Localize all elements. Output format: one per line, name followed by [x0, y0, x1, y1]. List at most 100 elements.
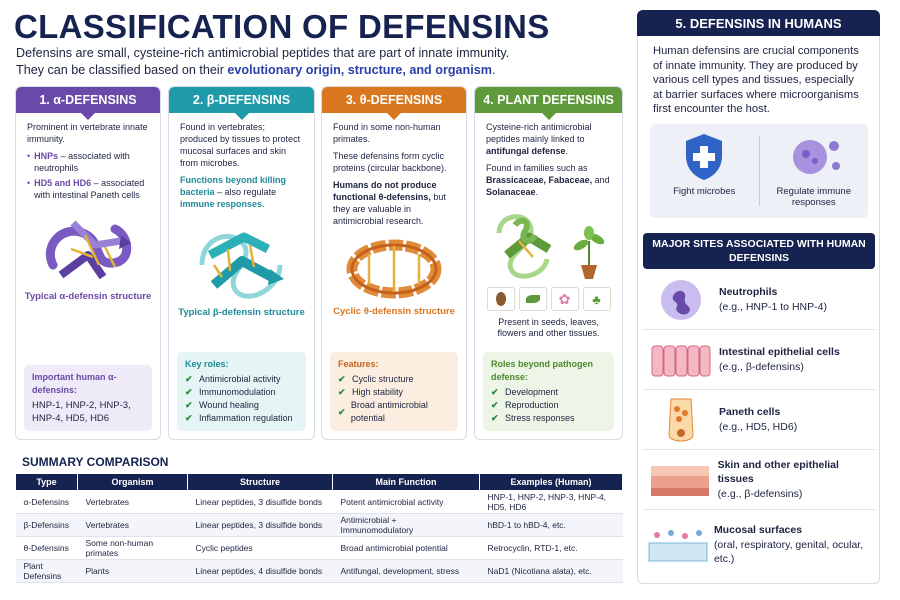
column-header: Structure	[187, 473, 333, 491]
beta-role: Immunomodulation	[199, 387, 276, 397]
check-icon: ✔	[491, 413, 499, 423]
table-cell: hBD-1 to hBD-4, etc.	[479, 513, 623, 537]
leaf-icon	[518, 287, 547, 311]
plant-and: and	[592, 175, 610, 185]
site-neutrophils: Neutrophils(e.g., HNP-1 to HNP-4)	[643, 270, 875, 330]
table-cell: β-Defensins	[15, 513, 78, 537]
skin-tissue-icon	[651, 465, 710, 496]
theta-caption: Cyclic θ-defensin structure	[333, 306, 455, 317]
theta-feature: High stability	[352, 387, 404, 397]
alpha-defensin-structure-icon	[45, 220, 132, 280]
page-title: CLASSIFICATION OF DEFENSINS	[14, 8, 550, 45]
plant-families-prefix: Found in families such as	[486, 163, 588, 173]
check-icon: ✔	[185, 400, 193, 410]
table-header-row: Type Organism Structure Main Function Ex…	[15, 473, 623, 491]
list-item: ✔ Inflammation regulation	[185, 412, 298, 425]
intro-text: Defensins are small, cysteine-rich antim…	[16, 45, 616, 79]
check-icon: ✔	[338, 387, 346, 397]
plant-present-text: Present in seeds, leaves, flowers and ot…	[497, 317, 600, 338]
regulate-immune-item: Regulate immune responses	[760, 124, 869, 218]
table-cell: Plant Defensins	[15, 559, 78, 583]
summary-table: Type Organism Structure Main Function Ex…	[15, 473, 623, 583]
immune-cell-icon	[792, 140, 840, 174]
check-icon: ✔	[338, 406, 346, 417]
plant-intro: Cysteine-rich antimicrobial peptides mai…	[486, 122, 592, 144]
theta-card-header: 3. θ-DEFENSINS	[322, 87, 466, 120]
sites-header: MAJOR SITES ASSOCIATED WITH HUMAN DEFENS…	[643, 233, 875, 269]
theta-humans-rest: but they are valuable in antimicrobial r…	[333, 192, 446, 226]
humans-header: 5. DEFENSINS IN HUMANS	[637, 10, 880, 36]
plant-card-header: 4. PLANT DEFENSINS	[475, 87, 622, 120]
site-detail: (e.g., β-defensins)	[719, 360, 804, 373]
site-detail: (oral, respiratory, genital, ocular, etc…	[713, 538, 864, 566]
check-icon: ✔	[185, 374, 193, 384]
theta-defensins-card: 3. θ-DEFENSINS Found in some non-human p…	[321, 86, 467, 440]
table-cell: α-Defensins	[15, 490, 78, 514]
theta-feature: Cyclic structure	[352, 374, 414, 384]
site-name: Intestinal epithelial cells	[719, 346, 840, 358]
plant-roles-box: Roles beyond pathogen defense: ✔Developm…	[483, 352, 614, 431]
list-item: ✔Broad antimicrobial potential	[338, 399, 450, 425]
regulate-immune-label: Regulate immune responses	[776, 186, 851, 208]
plant-period: .	[565, 146, 569, 156]
list-item: ✔ Antimicrobial activity	[185, 373, 298, 386]
table-row: β-Defensins Vertebrates Linear peptides,…	[15, 513, 623, 537]
beta-caption: Typical β-defensin structure	[178, 307, 305, 318]
alpha-defensins-card: 1. α-DEFENSINS Prominent in vertebrate i…	[15, 86, 161, 440]
intro-line2-suffix: .	[491, 63, 496, 77]
site-detail: (e.g., HD5, HD6)	[719, 420, 798, 433]
beta-functions-rest: – also regulate	[214, 187, 277, 197]
table-cell: Broad antimicrobial potential	[332, 536, 480, 560]
column-header: Main Function	[332, 473, 480, 491]
list-item: ✔Cyclic structure	[338, 373, 450, 386]
table-cell: Linear peptides, 4 disulfide bonds	[187, 559, 333, 583]
plant-defensin-structure-icon	[496, 214, 604, 279]
plant-role: Reproduction	[505, 400, 559, 410]
table-cell: Linear peptides, 3 disulfide bonds	[187, 490, 333, 514]
seedling-icon: ♣	[582, 287, 611, 311]
site-name: Skin and other epithelial tissues	[717, 458, 839, 486]
site-detail: (e.g., β-defensins)	[717, 487, 803, 500]
beta-period: .	[262, 199, 265, 209]
list-item: ✔Development	[491, 386, 606, 399]
plant-defensins-card: 4. PLANT DEFENSINS Cysteine-rich antimic…	[474, 86, 623, 440]
site-name: Paneth cells	[719, 406, 781, 418]
mucosal-surface-icon	[648, 530, 708, 562]
check-icon: ✔	[185, 413, 193, 423]
beta-role: Inflammation regulation	[199, 413, 293, 423]
beta-role: Antimicrobial activity	[199, 374, 281, 384]
beta-role: Wound healing	[199, 400, 259, 410]
site-paneth: Paneth cells (e.g., HD5, HD6)	[643, 390, 875, 450]
column-header: Organism	[77, 473, 188, 491]
alpha-important-box: Important human α-defensins: HNP-1, HNP-…	[24, 365, 152, 431]
plant-period2: .	[535, 187, 539, 197]
site-skin: Skin and other epithelial tissues(e.g., …	[643, 450, 875, 510]
shield-icon	[686, 134, 723, 180]
alpha-intro: Prominent in vertebrate innate immunity.	[27, 122, 148, 144]
table-cell: Antimicrobial + Immunomodulatory	[332, 513, 480, 537]
beta-intro: Found in vertebrates; produced by tissue…	[180, 122, 301, 168]
alpha-box-list: HNP-1, HNP-2, HNP-3, HNP-4, HD5, HD6	[32, 400, 131, 424]
site-name: Mucosal surfaces	[713, 524, 803, 537]
theta-box-title: Features:	[338, 359, 379, 369]
beta-functions: Functions beyond killing bacteria	[180, 175, 287, 197]
table-cell: Vertebrates	[77, 490, 188, 514]
theta-cyclic: These defensins form cyclic proteins (ci…	[333, 151, 447, 173]
check-icon: ✔	[491, 387, 499, 397]
alpha-hnps: HNPs	[34, 151, 59, 161]
site-mucosal: Mucosal surfaces(oral, respiratory, geni…	[643, 510, 875, 580]
plant-families: Brassicaceae, Fabaceae,	[486, 175, 593, 185]
table-cell: θ-Defensins	[15, 536, 78, 560]
table-row: α-Defensins Vertebrates Linear peptides,…	[15, 490, 623, 514]
table-row: Plant Defensins Plants Linear peptides, …	[15, 559, 623, 583]
list-item: ✔ Wound healing	[185, 399, 298, 412]
theta-humans: Humans do not produce functional θ-defen…	[333, 180, 437, 202]
list-item: ✔ High stability	[338, 386, 450, 399]
beta-roles-box: Key roles: ✔Antimicrobial activity ✔Immu…	[177, 352, 306, 431]
intro-highlight: evolutionary origin, structure, and orga…	[227, 63, 492, 77]
table-row: θ-Defensins Some non-human primates Cycl…	[15, 536, 623, 560]
intestinal-cells-icon	[651, 345, 711, 376]
site-detail: (e.g., HNP-1 to HNP-4)	[719, 300, 827, 313]
site-intestinal: Intestinal epithelial cells (e.g., β-defe…	[643, 330, 875, 390]
humans-text: Human defensins are crucial components o…	[653, 45, 859, 116]
